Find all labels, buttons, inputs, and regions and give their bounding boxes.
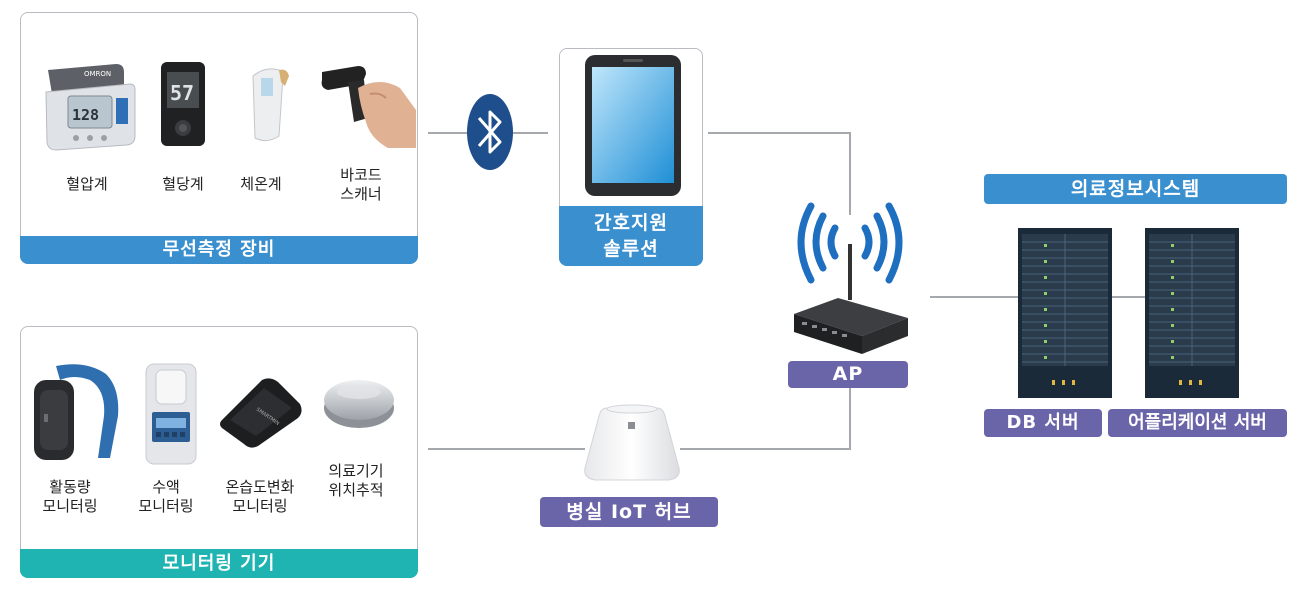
glucometer-reading-text: 57 [170,81,194,105]
application-server-banner: 어플리케이션 서버 [1108,409,1287,437]
glucometer-icon: 57 [161,62,205,146]
db-server-banner: DB 서버 [984,409,1102,437]
application-server-icon [1145,228,1239,398]
wireless-device-banner: 무선측정 장비 [20,236,418,264]
bluetooth-icon [467,94,513,170]
nursing-solution-banner: 간호지원 솔루션 [559,206,703,266]
iot-hub-icon [584,404,680,481]
wifi-signal-icon [797,202,903,300]
svg-text:OMRON: OMRON [84,70,111,78]
barcode-scanner-label: 바코드 스캐너 [340,166,382,203]
thermometer-label: 체온계 [240,175,282,193]
barcode-scanner-icon [321,66,416,148]
glucometer-label: 혈당계 [162,175,204,193]
wireless-device-panel [20,12,418,264]
infusion-monitoring-label: 수액 모니터링 [138,478,194,515]
temperature-humidity-sensor-icon: SMARTMIN [220,378,302,448]
temp-humidity-monitoring-label: 온습도변화 모니터링 [225,478,295,515]
db-server-icon [1018,228,1112,398]
location-tag-icon [324,380,394,428]
bp-reading-text: 128 [72,106,99,124]
ap-banner: AP [788,361,908,388]
blood-pressure-label: 혈압계 [66,175,108,193]
location-tracking-label: 의료기기 위치추적 [328,462,384,499]
his-banner: 의료정보시스템 [984,174,1287,204]
thermometer-icon [252,68,289,142]
blood-pressure-monitor-icon: OMRON 128 [45,64,136,151]
iot-hub-banner: 병실 IoT 허브 [540,497,718,527]
activity-band-icon [34,364,119,460]
router-icon [794,298,908,354]
infusion-monitor-icon [145,363,197,465]
activity-monitoring-label: 활동량 모니터링 [42,478,98,515]
tablet-icon [585,55,681,196]
monitoring-device-banner: 모니터링 기기 [20,549,418,578]
